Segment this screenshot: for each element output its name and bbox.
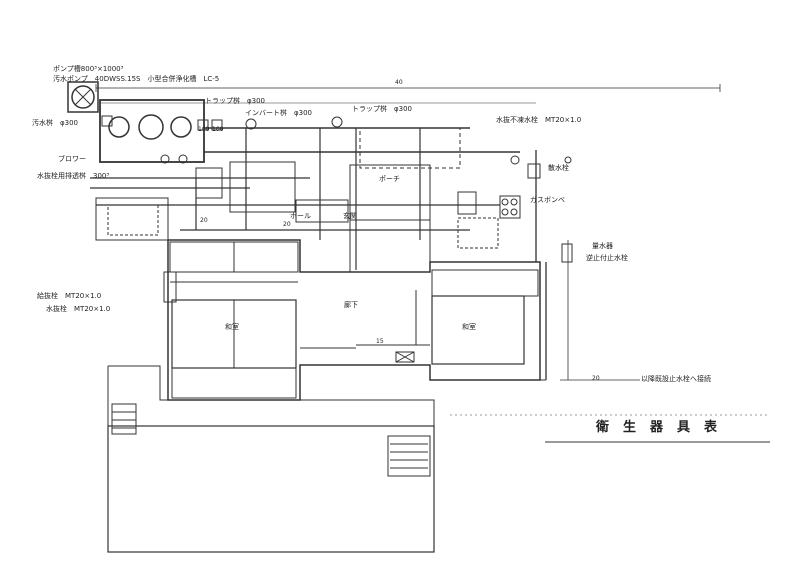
porch-label: ポーチ	[379, 175, 400, 183]
valve-100-label: 100	[198, 126, 210, 133]
pump-spec-label: 汚水ポンプ 40DWSS.15S 小型合併浄化槽 LC-5	[53, 75, 220, 83]
check-valve-label: 逆止付止水栓	[586, 254, 628, 262]
washitsu-left-label: 和室	[225, 323, 239, 331]
drain-valve-label: 給抜栓 MT20×1.0	[37, 292, 102, 300]
dim-15-label: 15	[376, 338, 384, 345]
blower-label: ブロワー	[58, 155, 86, 163]
nonfreeze-valve-label: 水抜不凍水栓 MT20×1.0	[496, 116, 582, 124]
sewage-pit-label: 汚水桝 φ300	[32, 119, 78, 127]
gas-cylinder-label: ガスボンベ	[530, 196, 565, 204]
water-valve-label: 水抜栓 MT20×1.0	[46, 305, 111, 313]
drain-pit-label: 水抜栓用排透桝 300³	[37, 172, 110, 180]
fixture-schedule-title: 衛生器具表	[596, 420, 732, 435]
trap-pit-label-2: トラップ桝 φ300	[352, 105, 412, 113]
entrance-label: 玄関	[343, 212, 357, 220]
hall-label: ホール	[290, 212, 311, 220]
connection-note: 以降既設止水栓へ接続	[641, 375, 711, 383]
washitsu-right-label: 和室	[462, 323, 476, 331]
porch	[349, 164, 431, 221]
pump-pit-label: ポンプ槽800³×1000³	[53, 65, 124, 73]
invert-pit-label: インバート桝 φ300	[245, 109, 312, 117]
dim-20c-label: 20	[592, 375, 600, 382]
corridor-label: 廊下	[344, 301, 358, 309]
scale-label: 40	[395, 79, 403, 86]
shutoff-valve-label: 散水栓	[548, 164, 569, 172]
dim-20a-label: 20	[200, 217, 208, 224]
trap-pit-label-1: トラップ桝 φ300	[205, 97, 265, 105]
septic-tank	[99, 99, 205, 163]
dim-20b-label: 20	[283, 221, 291, 228]
water-meter-label: 量水器	[592, 242, 613, 250]
valve-100b-label: 100	[212, 126, 224, 133]
